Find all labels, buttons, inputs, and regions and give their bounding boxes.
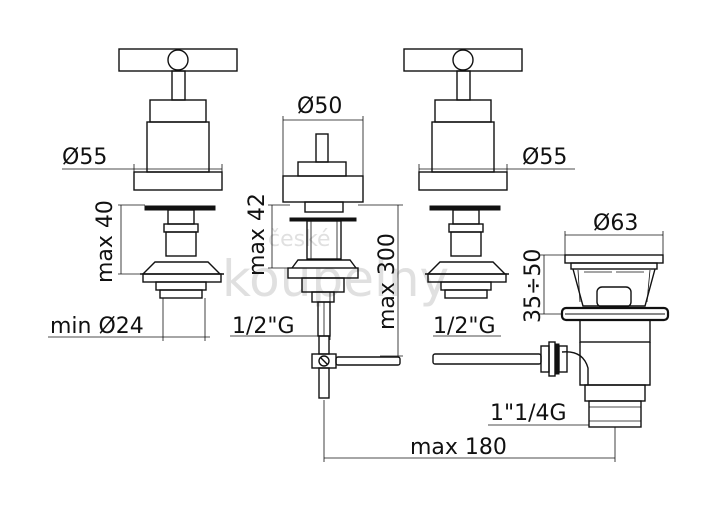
waste-height-label: 35÷50 <box>521 249 546 323</box>
dimension-labels: Ø55 max 40 min Ø24 Ø50 max 42 1/2"G max … <box>50 94 638 460</box>
left-valve-diameter-label: Ø55 <box>62 145 107 170</box>
right-valve-thread-label: 1/2"G <box>433 314 496 339</box>
dimension-lines <box>48 116 664 462</box>
linkage-rod <box>311 335 401 399</box>
left-valve-height-label: max 40 <box>93 200 118 283</box>
rod-length-label: max 300 <box>375 233 400 330</box>
right-valve-diameter-label: Ø55 <box>522 145 567 170</box>
waste-assembly <box>432 254 670 428</box>
spout-thread-label: 1/2"G <box>232 314 295 339</box>
spout-diameter-label: Ø50 <box>297 94 342 119</box>
waste-thread-label: 1"1/4G <box>490 401 567 426</box>
watermark-line1: české <box>268 227 331 252</box>
left-valve-min-diameter-label: min Ø24 <box>50 314 144 339</box>
left-valve <box>118 48 238 299</box>
waste-diameter-label: Ø63 <box>593 211 638 236</box>
total-depth-label: max 180 <box>410 435 507 460</box>
spout-height-label: max 42 <box>245 193 270 276</box>
